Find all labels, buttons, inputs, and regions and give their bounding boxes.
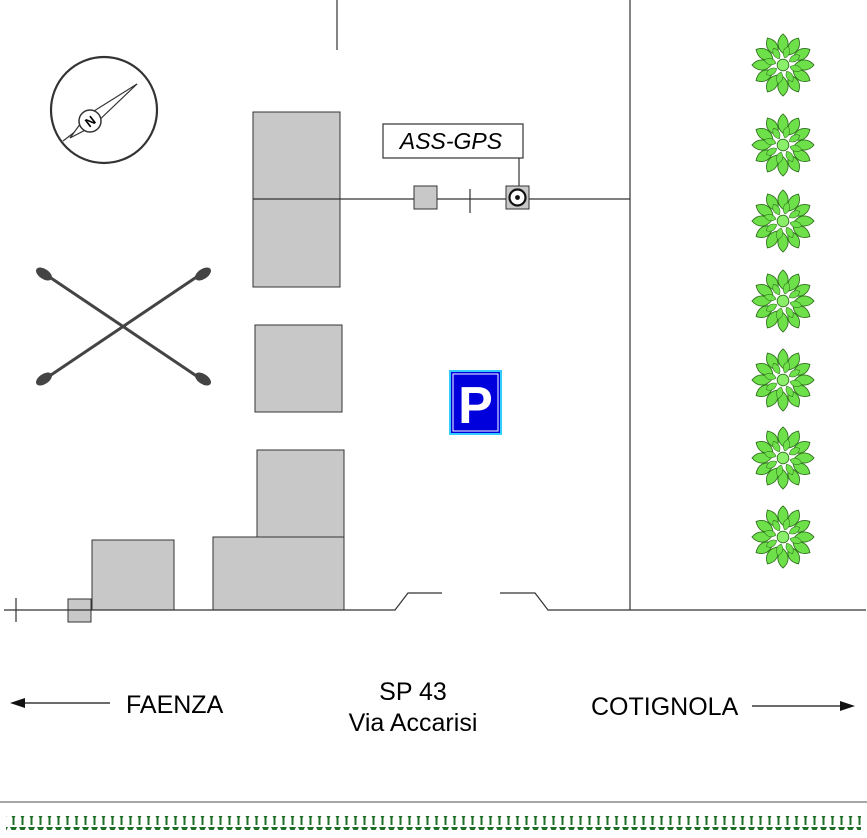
building — [254, 324, 343, 413]
gps-antenna-icon — [505, 185, 530, 210]
tree-icon — [751, 505, 815, 569]
tree-icon — [751, 348, 815, 412]
tree-icon — [751, 189, 815, 253]
junction-box — [413, 185, 438, 210]
tree-icon — [751, 113, 815, 177]
parking-icon: P — [449, 370, 502, 435]
tree-icon — [751, 269, 815, 333]
direction-right-label: COTIGNOLA — [591, 693, 739, 721]
parking-letter: P — [458, 377, 493, 435]
tree-icon — [751, 33, 815, 97]
building — [256, 449, 345, 539]
compass-icon: N — [49, 55, 159, 165]
arrow-right-icon — [752, 701, 855, 711]
arrow-left-icon — [10, 698, 110, 708]
gps-label-box — [382, 123, 524, 159]
road-edge — [4, 592, 442, 611]
direction-left-label: FAENZA — [126, 691, 224, 719]
tree-icon — [751, 426, 815, 490]
building — [91, 539, 175, 611]
building — [212, 536, 345, 611]
gps-label: ASS-GPS — [398, 128, 503, 154]
road-edge — [500, 592, 866, 611]
road-number: SP 43 — [379, 678, 447, 706]
road-name: Via Accarisi — [349, 709, 478, 737]
hedge-row — [6, 816, 861, 830]
crossed-oars-icon — [36, 267, 211, 386]
